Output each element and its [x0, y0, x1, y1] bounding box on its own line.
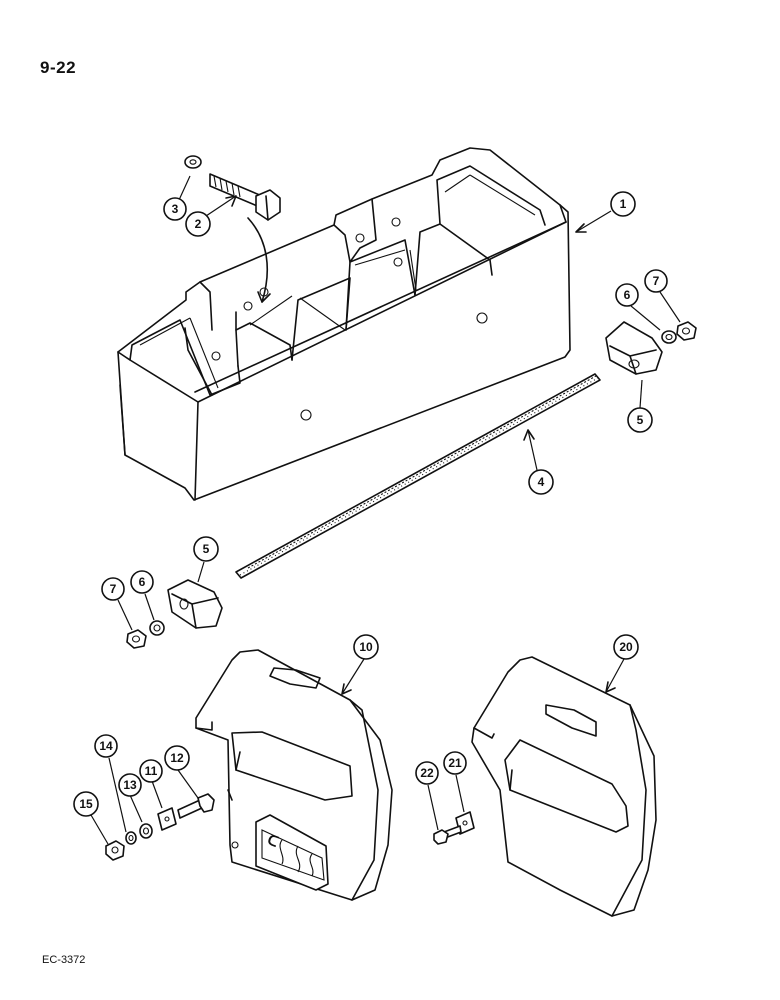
svg-text:10: 10 — [359, 640, 373, 654]
plate-part-11 — [157, 807, 177, 831]
svg-text:15: 15 — [79, 797, 93, 811]
svg-text:6: 6 — [624, 288, 631, 302]
threaded-rod-part-4 — [235, 373, 601, 579]
block-part-5-right — [605, 321, 663, 375]
callout-7-right: 7 — [644, 269, 668, 293]
front-weight-part-10: ᑕ — [195, 649, 393, 901]
svg-text:7: 7 — [653, 274, 660, 288]
nut-part-15 — [105, 840, 125, 861]
bolt-path-arrow — [247, 217, 268, 303]
svg-text:14: 14 — [99, 739, 113, 753]
callout-11: 11 — [139, 759, 163, 783]
bolt-part-22 — [433, 825, 462, 845]
callout-5-right: 5 — [627, 407, 653, 433]
callout-21: 21 — [443, 751, 467, 775]
page-number: 9-22 — [40, 58, 77, 77]
svg-text:4: 4 — [538, 475, 545, 489]
svg-text:20: 20 — [619, 640, 633, 654]
svg-text:21: 21 — [448, 756, 462, 770]
callout-6-left: 6 — [130, 570, 154, 594]
bolt-part-12 — [177, 793, 215, 819]
svg-text:1: 1 — [620, 197, 627, 211]
callout-22: 22 — [415, 761, 439, 785]
washer-part-3 — [184, 155, 202, 169]
callout-12: 12 — [164, 745, 190, 771]
svg-text:12: 12 — [170, 751, 184, 765]
callout-14: 14 — [94, 734, 118, 758]
figure-code: EC-3372 — [42, 954, 86, 966]
svg-text:7: 7 — [110, 582, 117, 596]
washer-part-6-left — [149, 620, 165, 636]
leader-lines — [90, 175, 681, 845]
callout-2: 2 — [185, 211, 211, 237]
washer-part-13 — [139, 823, 153, 839]
lockwasher-part-14 — [125, 831, 137, 845]
callout-10: 10 — [353, 634, 379, 660]
weight-carrier — [117, 147, 571, 501]
svg-text:2: 2 — [195, 217, 202, 231]
callout-13: 13 — [118, 773, 142, 797]
rear-weight-part-20 — [471, 656, 657, 917]
svg-text:22: 22 — [420, 766, 434, 780]
nut-part-7-right — [676, 321, 697, 341]
svg-text:13: 13 — [123, 778, 137, 792]
svg-text:6: 6 — [139, 575, 146, 589]
bolt-part-2 — [209, 173, 281, 221]
svg-text:11: 11 — [145, 764, 158, 778]
block-part-5-left — [167, 579, 223, 629]
callout-6-right: 6 — [615, 283, 639, 307]
callout-4: 4 — [528, 469, 554, 495]
callout-7-left: 7 — [101, 577, 125, 601]
svg-text:5: 5 — [637, 413, 644, 427]
washer-part-6-right — [661, 330, 677, 344]
callout-15: 15 — [73, 791, 99, 817]
svg-text:5: 5 — [203, 542, 210, 556]
callout-3: 3 — [163, 197, 187, 221]
callout-5-left: 5 — [193, 536, 219, 562]
callout-1: 1 — [610, 191, 636, 217]
svg-text:3: 3 — [172, 202, 179, 216]
nut-part-7-left — [126, 629, 147, 649]
callout-20: 20 — [613, 634, 639, 660]
